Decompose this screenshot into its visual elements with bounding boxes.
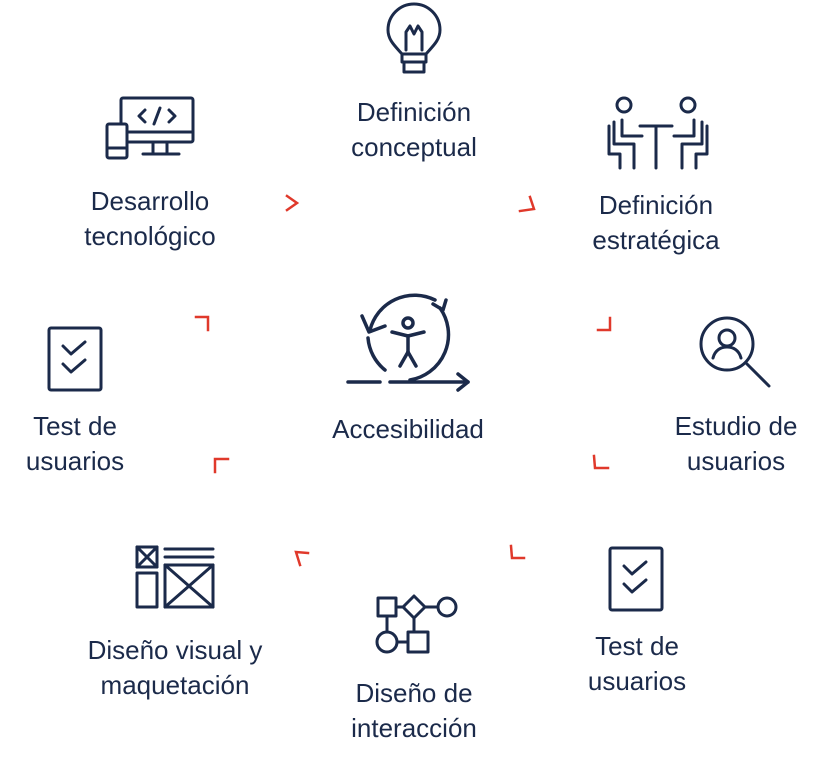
step-label-line: estratégica (592, 225, 720, 255)
step-label-definicion-estrategica: Definición estratégica (556, 188, 756, 258)
step-label-definicion-conceptual: Definición conceptual (314, 95, 514, 165)
step-label-test-de-usuarios-left: Test de usuarios (0, 409, 150, 479)
step-label-line: usuarios (587, 666, 687, 696)
step-label-line: Definición (598, 190, 714, 220)
flow-arrow-icon (518, 195, 536, 213)
step-label-line: maquetación (100, 670, 250, 700)
step-label-line: Estudio de (674, 411, 798, 441)
step-label-line: Definición (356, 97, 472, 127)
step-label-line: Diseño de (355, 678, 473, 708)
flowchart-icon (375, 594, 462, 656)
meeting-people-icon (606, 96, 710, 172)
step-label-line: interacción (351, 713, 477, 743)
flow-arrow-icon (592, 454, 610, 472)
center-label-text: Accesibilidad (332, 414, 484, 444)
step-label-line: Diseño visual y (87, 635, 263, 665)
flow-arrow-icon (292, 549, 310, 567)
flow-arrow-icon (596, 316, 614, 334)
step-label-line: Test de (595, 631, 679, 661)
step-label-line: conceptual (351, 132, 477, 162)
step-label-line: usuarios (25, 446, 125, 476)
wireframe-icon (135, 545, 215, 609)
step-label-line: tecnológico (84, 221, 216, 251)
center-label: Accesibilidad (308, 412, 508, 447)
step-label-desarrollo-tecnologico: Desarrollo tecnológico (50, 184, 250, 254)
lightbulb-icon (385, 2, 443, 76)
accessibility-cycle-icon (340, 290, 480, 400)
step-label-test-de-usuarios-right: Test de usuarios (537, 629, 737, 699)
step-label-line: usuarios (686, 446, 786, 476)
step-label-line: Test de (33, 411, 117, 441)
flow-arrow-icon (194, 314, 212, 332)
flow-arrow-icon (283, 194, 301, 212)
flow-arrow-icon (212, 457, 230, 475)
checklist-icon (608, 546, 664, 612)
checklist-icon (47, 326, 103, 392)
step-label-diseno-de-interaccion: Diseño de interacción (314, 676, 514, 746)
computer-code-icon (105, 96, 197, 164)
step-label-estudio-de-usuarios: Estudio de usuarios (636, 409, 822, 479)
step-label-diseno-visual: Diseño visual y maquetación (65, 633, 285, 703)
user-search-icon (697, 314, 773, 390)
step-label-line: Desarrollo (90, 186, 210, 216)
flow-arrow-icon (508, 544, 526, 562)
